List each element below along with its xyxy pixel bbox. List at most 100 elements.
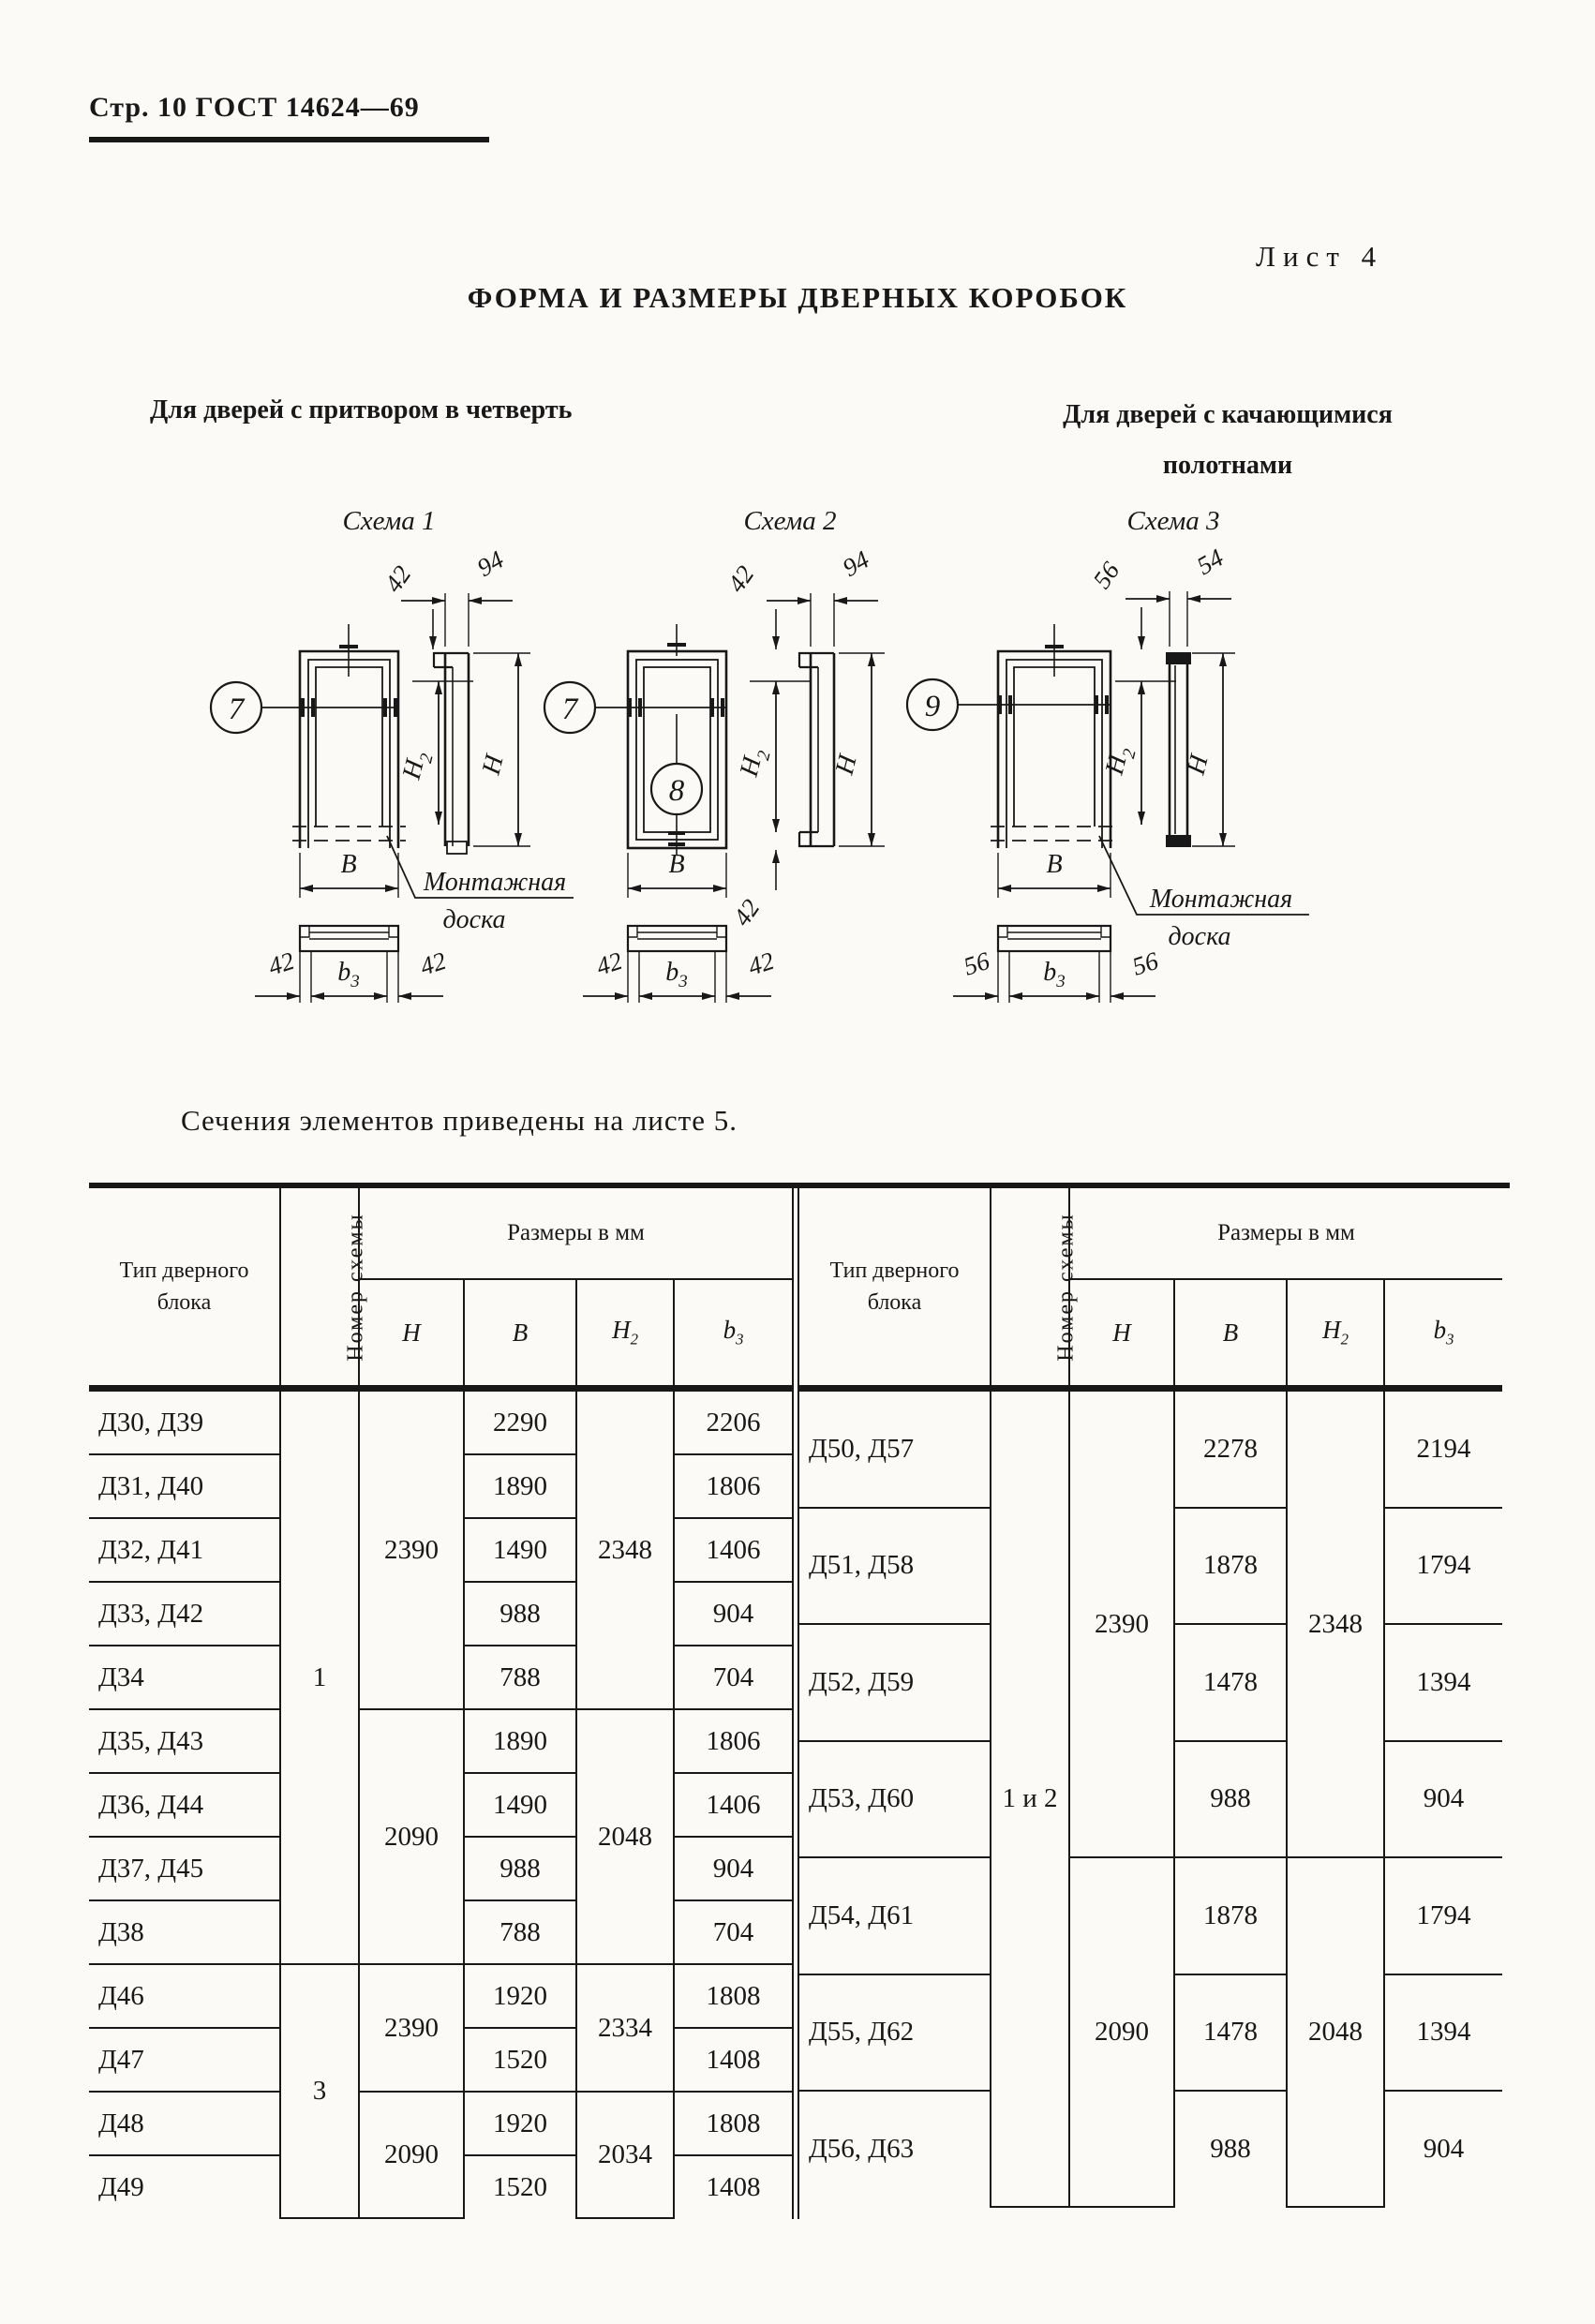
door-type-cell: Д53, Д60 xyxy=(799,1739,991,1858)
b3-cell: 1808 xyxy=(673,2091,792,2156)
dim-94: 94 xyxy=(472,545,508,582)
b-cell: 1520 xyxy=(463,2027,577,2093)
svg-text:Монтажная: Монтажная xyxy=(1149,885,1292,914)
h2-cell: 2348 xyxy=(1286,1387,1385,1858)
col-header-scheme: Номер схемы xyxy=(990,1188,1079,1392)
svg-text:доска: доска xyxy=(1169,922,1231,951)
door-type-cell: Д56, Д63 xyxy=(799,2090,991,2207)
door-type-cell: Д47 xyxy=(89,2027,281,2093)
b-cell: 1878 xyxy=(1173,1506,1288,1625)
door-type-cell: Д30, Д39 xyxy=(89,1387,281,1455)
door-type-cell: Д55, Д62 xyxy=(799,1973,991,2092)
dim-42-top: 42 xyxy=(722,560,759,597)
b-cell: 1478 xyxy=(1173,1623,1288,1742)
subtitle-right: Для дверей с качающимися полотнами xyxy=(956,390,1499,491)
b-cell: 1890 xyxy=(463,1453,577,1519)
dim-56-top: 56 xyxy=(1087,557,1125,594)
page-title: ФОРМА И РАЗМЕРЫ ДВЕРНЫХ КОРОБОК xyxy=(467,281,1128,314)
b-cell: 988 xyxy=(1173,1739,1288,1858)
b-cell: 988 xyxy=(463,1836,577,1901)
table-row: Д54, Д61 2090 1878 2048 1794 xyxy=(799,1856,1502,2208)
table-row: Д30, Д39 1 2390 2290 2348 2206 xyxy=(89,1387,792,1965)
dim-42-top: 42 xyxy=(379,560,416,597)
dim-h2: H2 xyxy=(396,748,437,784)
dim-sec-right: 56 xyxy=(1129,946,1162,981)
scheme-1-section: 42 b3 42 xyxy=(255,924,450,1003)
b-cell: 1478 xyxy=(1173,1973,1288,2092)
scheme-2-drawing: 7 8 94 42 xyxy=(543,545,885,1003)
table-row: Д52, Д59 1478 1394 xyxy=(799,1623,1502,1742)
door-type-cell: Д36, Д44 xyxy=(89,1772,281,1838)
scheme-3-side-view xyxy=(1166,652,1191,847)
b-cell: 1490 xyxy=(463,1517,577,1583)
dim-sec-left: 42 xyxy=(593,946,626,981)
b3-cell: 1806 xyxy=(673,1453,792,1519)
scheme-2-section: 42 b3 42 xyxy=(583,924,778,1003)
table-row: Д51, Д58 1878 1794 xyxy=(799,1506,1502,1625)
door-type-cell: Д51, Д58 xyxy=(799,1506,991,1625)
door-type-cell: Д52, Д59 xyxy=(799,1623,991,1742)
callout-8: 8 xyxy=(649,714,704,855)
scheme-2-label: Схема 2 xyxy=(743,506,837,536)
b3-cell: 904 xyxy=(673,1581,792,1646)
door-type-cell: Д46 xyxy=(89,1963,281,2029)
col-header-h2: H2 xyxy=(575,1278,675,1392)
scheme-3-dimensions: 54 56 H2 H B xyxy=(997,544,1235,898)
door-type-cell: Д33, Д42 xyxy=(89,1581,281,1646)
scheme-1-side-view xyxy=(432,651,470,855)
col-header-type: Тип дверного блока xyxy=(89,1188,281,1392)
h2-cell: 2048 xyxy=(1286,1856,1385,2208)
b3-cell: 2206 xyxy=(673,1387,792,1455)
header-underline xyxy=(89,137,489,142)
b-cell: 788 xyxy=(463,1645,577,1710)
door-type-cell: Д49 xyxy=(89,2154,281,2218)
h2-cell: 2348 xyxy=(575,1387,675,1710)
dim-h2: H2 xyxy=(1099,743,1140,780)
col-header-b3: b3 xyxy=(1383,1278,1502,1392)
dim-sec-left: 56 xyxy=(961,946,993,981)
h2-cell: 2034 xyxy=(575,2091,675,2219)
scheme-3-label: Схема 3 xyxy=(1126,506,1220,536)
b3-cell: 904 xyxy=(673,1836,792,1901)
b-cell: 1490 xyxy=(463,1772,577,1838)
table-row: Д31, Д40 1890 1806 xyxy=(89,1453,792,1519)
dim-b3: b3 xyxy=(665,958,688,991)
sections-note: Сечения элементов приведены на листе 5. xyxy=(181,1104,738,1137)
table-row: Д35, Д43 2090 1890 2048 1806 xyxy=(89,1708,792,1965)
b3-cell: 704 xyxy=(673,1645,792,1710)
dim-sec-left: 42 xyxy=(265,946,298,981)
col-header-scheme: Номер схемы xyxy=(279,1188,368,1392)
dim-h: H xyxy=(1181,751,1215,779)
dim-sec-right: 42 xyxy=(417,946,450,981)
dim-h: H xyxy=(476,751,510,779)
b-cell: 1920 xyxy=(463,2091,577,2156)
scheme-cell: 1 xyxy=(279,1387,360,1965)
table-right-half: Тип дверного блока Номер схемы Размеры в… xyxy=(798,1188,1502,2219)
table-top-rule xyxy=(89,1183,1510,1188)
col-header-b3: b3 xyxy=(673,1278,792,1392)
col-header-h: H xyxy=(359,1278,465,1392)
dim-54: 54 xyxy=(1192,544,1228,580)
b-cell: 1520 xyxy=(463,2154,577,2218)
table-row: Д50, Д57 1 и 2 2390 2278 2348 2194 xyxy=(799,1387,1502,2208)
scheme-2-dimensions: 94 42 H2 42 H B xyxy=(627,545,885,931)
table-row: Д46 3 2390 1920 2334 1808 xyxy=(89,1963,792,2219)
h2-cell: 2048 xyxy=(575,1708,675,1965)
col-header-type: Тип дверного блока xyxy=(799,1188,991,1392)
dim-b: B xyxy=(1046,850,1062,879)
b-cell: 1890 xyxy=(463,1708,577,1774)
b3-cell: 1808 xyxy=(673,1963,792,2029)
b3-cell: 1794 xyxy=(1383,1506,1502,1625)
b-cell: 988 xyxy=(1173,2090,1288,2207)
dim-h: H xyxy=(829,751,863,779)
scheme-1-dimensions: 94 42 H2 H B xyxy=(299,545,530,898)
callout-7-scheme2: 7 xyxy=(543,680,726,735)
b3-cell: 1394 xyxy=(1383,1623,1502,1742)
door-type-cell: Д31, Д40 xyxy=(89,1453,281,1519)
h2-cell: 2334 xyxy=(575,1963,675,2093)
scheme-1-drawing: 7 94 42 H2 H xyxy=(209,545,574,1003)
